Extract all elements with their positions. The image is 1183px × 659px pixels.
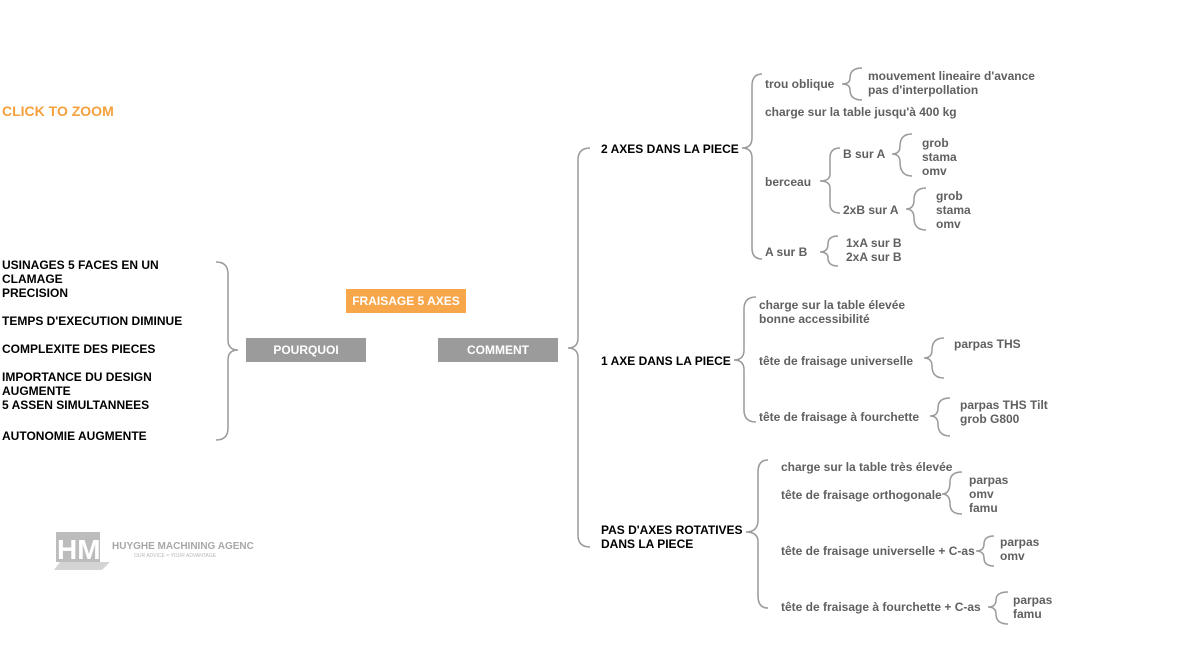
center-topic[interactable]: FRAISAGE 5 AXES	[346, 289, 466, 313]
axes2-bracket	[741, 73, 763, 260]
logo-name: HUYGHE MACHINING AGENCY	[112, 541, 254, 552]
pourquoi-node[interactable]: POURQUOI	[246, 338, 366, 362]
axes1-fourchette-items: parpas THS Tilt grob G800	[960, 398, 1048, 426]
pourquoi-item-1: USINAGES 5 FACES EN UN CLAMAGE PRECISION	[2, 258, 159, 300]
huyghe-logo: HM HUYGHE MACHINING AGENCY OUR ADVICE = …	[54, 526, 261, 577]
comment-node[interactable]: COMMENT	[438, 338, 558, 362]
axes2-node: 2 AXES DANS LA PIECE	[601, 142, 739, 156]
axes0-universelle-c: tête de fraisage universelle + C-as	[781, 544, 975, 558]
trou-oblique: trou oblique	[765, 77, 835, 91]
a-sur-b: A sur B	[765, 245, 808, 259]
axes1-node: 1 AXE DANS LA PIECE	[601, 354, 731, 368]
b-sur-a: B sur A	[843, 147, 886, 161]
axes1-universelle-items: parpas THS	[954, 337, 1021, 351]
pourquoi-bracket	[215, 261, 239, 441]
axes1-universelle: tête de fraisage universelle	[759, 354, 914, 368]
click-to-zoom-link[interactable]: CLICK TO ZOOM	[2, 103, 114, 119]
bb-sur-a: 2xB sur A	[843, 203, 899, 217]
axes1-bracket	[733, 296, 757, 423]
logo-tagline: OUR ADVICE = YOUR ADVANTAGE	[134, 553, 217, 559]
b-sur-a-items: grob stama omv	[922, 136, 957, 178]
axes0-charge: charge sur la table très élevée	[781, 460, 953, 474]
axes0-orthogonale-items: parpas omv famu	[969, 473, 1009, 515]
pourquoi-item-3: COMPLEXITE DES PIECES	[2, 342, 156, 356]
axes1-charge: charge sur la table élevée bonne accessi…	[759, 298, 906, 326]
axes0-bracket	[745, 459, 769, 609]
axes0-node: PAS D'AXES ROTATIVES DANS LA PIECE	[601, 523, 743, 551]
pourquoi-item-5: AUTONOMIE AUGMENTE	[2, 429, 147, 443]
axes0-orthogonale: tête de fraisage orthogonale	[781, 488, 942, 502]
axes1-fourchette: tête de fraisage à fourchette	[759, 410, 920, 424]
axes0-universelle-c-items: parpas omv	[1000, 535, 1040, 563]
bb-sur-a-items: grob stama omv	[936, 189, 971, 231]
axes0-fourchette-c-items: parpas famu	[1013, 593, 1053, 621]
pourquoi-item-2: TEMPS D'EXECUTION DIMINUE	[2, 314, 183, 328]
pourquoi-item-4: IMPORTANCE DU DESIGN AUGMENTE 5 ASSEN SI…	[2, 370, 152, 412]
comment-bracket	[567, 147, 591, 548]
axes2-charge: charge sur la table jusqu'à 400 kg	[765, 105, 957, 119]
trou-oblique-items: mouvement lineaire d'avance pas d'interp…	[868, 69, 1035, 97]
logo-mark: HM	[57, 534, 101, 565]
berceau: berceau	[765, 175, 812, 189]
axes0-fourchette-c: tête de fraisage à fourchette + C-as	[781, 600, 981, 614]
a-sur-b-items: 1xA sur B 2xA sur B	[846, 236, 902, 264]
